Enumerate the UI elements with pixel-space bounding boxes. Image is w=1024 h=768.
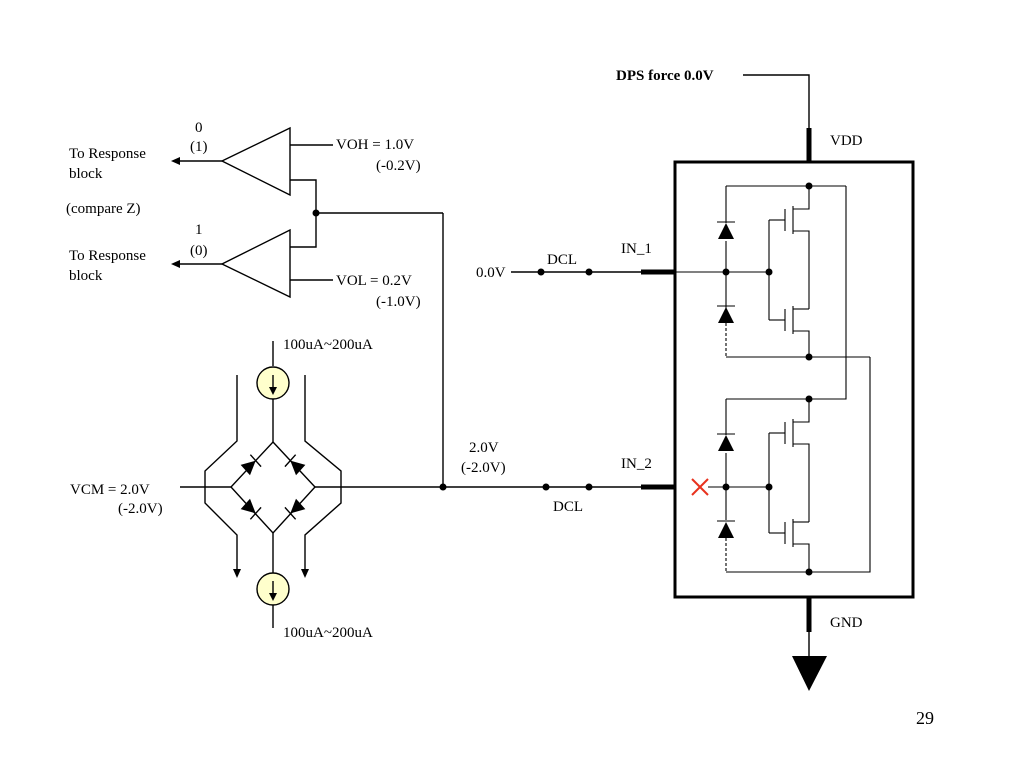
voh-alt-label: (-0.2V) bbox=[376, 158, 421, 174]
compare-z-note: (compare Z) bbox=[66, 201, 141, 217]
in2-pin-label: IN_2 bbox=[621, 456, 652, 472]
gnd-label: GND bbox=[830, 615, 863, 631]
active-load-bridge bbox=[180, 341, 443, 628]
response-block-bottom-line2: block bbox=[69, 268, 103, 284]
in1-dcl-node-left bbox=[537, 268, 545, 276]
response-block-top-line2: block bbox=[69, 166, 103, 182]
inverter-2 bbox=[708, 395, 813, 576]
vdd-label: VDD bbox=[830, 133, 863, 149]
protection-diode-1b bbox=[717, 305, 735, 323]
inverter-feedback bbox=[809, 186, 847, 400]
dps-supply bbox=[743, 74, 827, 691]
dcl-node-right bbox=[585, 483, 593, 491]
in1-dcl-node-right bbox=[585, 268, 593, 276]
protection-diode-2b bbox=[717, 520, 735, 538]
comparator-top-state-alt: (1) bbox=[190, 139, 208, 155]
open-circuit-marker bbox=[691, 478, 709, 496]
protection-diode-1a bbox=[717, 221, 735, 239]
bridge-diode-upper-left bbox=[240, 454, 262, 476]
in1-drive-voltage: 0.0V bbox=[476, 265, 506, 281]
vcm-alt-label: (-2.0V) bbox=[118, 501, 163, 517]
comparator-bottom-state: 1 bbox=[195, 222, 203, 238]
inverter-output-link bbox=[809, 357, 871, 573]
in2-voltage-label: 2.0V bbox=[469, 440, 499, 456]
inverter-1 bbox=[675, 182, 870, 361]
vol-alt-label: (-1.0V) bbox=[376, 294, 421, 310]
in2-voltage-alt-label: (-2.0V) bbox=[461, 460, 506, 476]
page-number: 29 bbox=[916, 708, 934, 728]
device-under-test-box bbox=[673, 160, 915, 599]
in2-signal-line bbox=[439, 483, 675, 491]
in1-dcl-label: DCL bbox=[547, 252, 577, 268]
comparator-top bbox=[171, 126, 333, 213]
response-block-bottom-line1: To Response bbox=[69, 248, 146, 264]
current-source-top-label: 100uA~200uA bbox=[283, 337, 373, 353]
response-block-top-line1: To Response bbox=[69, 146, 146, 162]
comparator-input-node bbox=[312, 209, 444, 488]
bridge-diode-upper-right bbox=[284, 454, 306, 476]
ground-symbol bbox=[792, 656, 827, 691]
in1-pin-label: IN_1 bbox=[621, 241, 652, 257]
in2-dcl-label: DCL bbox=[553, 499, 583, 515]
comparator-top-state: 0 bbox=[195, 120, 203, 136]
comparator-bottom bbox=[171, 213, 333, 299]
dcl-node-left bbox=[542, 483, 550, 491]
dps-force-label: DPS force 0.0V bbox=[616, 68, 714, 84]
protection-diode-2a bbox=[717, 433, 735, 451]
comparator-bottom-state-alt: (0) bbox=[190, 243, 208, 259]
bridge-diode-lower-left bbox=[240, 498, 262, 520]
current-source-bottom-label: 100uA~200uA bbox=[283, 625, 373, 641]
bridge-diode-lower-right bbox=[284, 498, 306, 520]
vol-label: VOL = 0.2V bbox=[336, 273, 412, 289]
in1-signal-line bbox=[511, 268, 675, 276]
vcm-label: VCM = 2.0V bbox=[70, 482, 150, 498]
voh-label: VOH = 1.0V bbox=[336, 137, 414, 153]
